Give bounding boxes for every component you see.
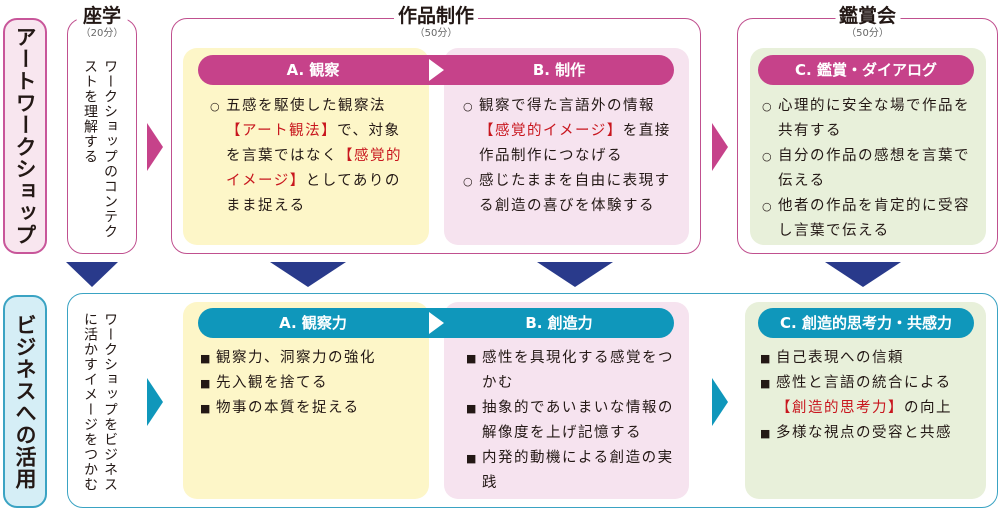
bullet-icon: ■: [466, 452, 478, 465]
lecture-box: 座学（20分） ワークショップのコンテクストを理解する: [67, 7, 137, 254]
list-item: ○ 心理的に安全な場で作品を共有する: [762, 94, 977, 144]
lecture-title: 座学（20分）: [76, 5, 128, 39]
list-item: ■ 物事の本質を捉える: [200, 396, 420, 421]
bullet-icon: ■: [200, 377, 212, 390]
item-text: 先入観を捨てる: [216, 375, 328, 391]
art-a-list: ○ 五感を駆使した観察法【アート観法】で、対象を言葉ではなく【感覚的イメージ】とし…: [210, 94, 415, 219]
production-frame: 作品制作（50分）: [171, 7, 701, 254]
appreciation-frame: 鑑賞会（50分）: [737, 7, 998, 254]
art-a-label: A. 観察: [286, 61, 340, 79]
art-ab-bar: A. 観察 B. 制作: [198, 55, 674, 85]
arrow-down-icon: [270, 262, 346, 287]
item-text: 自分の作品の感想を言葉で伝える: [778, 148, 970, 189]
item-text: 心理的に安全な場で作品を共有する: [778, 98, 970, 139]
bullet-icon: ○: [210, 100, 222, 113]
list-item: ○ 五感を駆使した観察法【アート観法】で、対象を言葉ではなく【感覚的イメージ】とし…: [210, 94, 415, 219]
play-arrow-icon: [429, 312, 444, 334]
list-item: ■ 内発的動機による創造の実践: [466, 446, 681, 496]
bullet-icon: ■: [760, 377, 772, 390]
biz-c-list: ■ 自己表現への信頼 ■ 感性と言語の統合による【創造的思考力】の向上 ■ 多様な視点の受…: [760, 346, 980, 446]
bullet-icon: ■: [466, 402, 478, 415]
art-b-list: ○ 観察で得た言語外の情報【感覚的イメージ】を直接作品制作につなげる ○ 感じたままを…: [463, 94, 678, 219]
biz-b-list: ■ 感性を具現化する感覚をつかむ ■ 抽象的であいまいな情報の解像度を上げ記憶する ■ 内…: [466, 346, 681, 496]
biz-a-list: ■ 観察力、洞察力の強化 ■ 先入観を捨てる ■ 物事の本質を捉える: [200, 346, 420, 421]
item-text: 感性と言語の統合による: [776, 375, 952, 391]
item-text: 自己表現への信頼: [776, 350, 904, 366]
appreciation-duration: （50分）: [846, 28, 889, 39]
row-label-text: アートワークショップ: [13, 26, 37, 246]
lecture-description: ワークショップのコンテクストを理解する: [82, 59, 118, 239]
production-title-text: 作品制作: [397, 5, 475, 27]
list-item: ■ 自己表現への信頼: [760, 346, 980, 371]
list-item: ○ 感じたままを自由に表現する創造の喜びを体験する: [463, 169, 678, 219]
bullet-icon: ■: [466, 352, 478, 365]
biz-c-bar: C. 創造的思考力・共感力: [758, 308, 974, 338]
biz-c-label: C. 創造的思考力・共感力: [780, 314, 952, 332]
production-duration: （50分）: [414, 28, 458, 39]
biz-ab-bar: A. 観察力 B. 創造力: [198, 308, 674, 338]
row-label-business: ビジネスへの活用: [3, 295, 47, 508]
highlight-text: 【感覚的イメージ】: [479, 123, 623, 139]
highlight-text: 【感覚的イメージ】: [226, 148, 402, 189]
art-c-bar: C. 鑑賞・ダイアログ: [758, 55, 974, 85]
biz-a-label: A. 観察力: [279, 314, 347, 332]
bullet-icon: ○: [762, 200, 774, 213]
highlight-text: 【アート観法】: [226, 123, 338, 139]
item-text: を直接作品制作につなげる: [479, 123, 671, 164]
list-item: ○ 自分の作品の感想を言葉で伝える: [762, 144, 977, 194]
business-intro: ワークショップをビジネスに活かすイメージをつかむ: [82, 312, 118, 492]
list-item: ■ 感性と言語の統合による【創造的思考力】の向上: [760, 371, 980, 421]
bullet-icon: ○: [762, 150, 774, 163]
list-item: ■ 多様な視点の受容と共感: [760, 421, 980, 446]
item-text: 内発的動機による創造の実践: [482, 450, 674, 491]
lecture-duration: （20分）: [80, 28, 124, 39]
business-frame: [67, 293, 998, 508]
bullet-icon: ■: [200, 402, 212, 415]
list-item: ■ 先入観を捨てる: [200, 371, 420, 396]
bullet-icon: ○: [463, 100, 475, 113]
biz-b-label: B. 創造力: [525, 314, 593, 332]
row-label-text: ビジネスへの活用: [13, 313, 37, 490]
lecture-title-text: 座学: [82, 5, 122, 27]
appreciation-title: 鑑賞会（50分）: [834, 5, 901, 39]
art-c-list: ○ 心理的に安全な場で作品を共有する ○ 自分の作品の感想を言葉で伝える ○ 他者の作品を…: [762, 94, 977, 244]
item-text: 感じたままを自由に表現する創造の喜びを体験する: [479, 173, 671, 214]
item-text: 多様な視点の受容と共感: [776, 425, 952, 441]
highlight-text: 【創造的思考力】: [776, 400, 904, 416]
bullet-icon: ○: [463, 175, 475, 188]
arrow-right-icon: [147, 378, 163, 426]
bullet-icon: ■: [760, 352, 772, 365]
arrow-down-icon: [825, 262, 901, 287]
item-text: 抽象的であいまいな情報の解像度を上げ記憶する: [482, 400, 674, 441]
play-arrow-icon: [429, 59, 444, 81]
arrow-right-icon: [712, 378, 728, 426]
bullet-icon: ■: [200, 352, 212, 365]
item-text: 物事の本質を捉える: [216, 400, 360, 416]
list-item: ○ 観察で得た言語外の情報【感覚的イメージ】を直接作品制作につなげる: [463, 94, 678, 169]
art-c-label: C. 鑑賞・ダイアログ: [795, 61, 937, 79]
arrow-right-icon: [712, 123, 728, 171]
arrow-right-icon: [147, 123, 163, 171]
item-text: 他者の作品を肯定的に受容し言葉で伝える: [778, 198, 970, 239]
list-item: ■ 感性を具現化する感覚をつかむ: [466, 346, 681, 396]
bullet-icon: ○: [762, 100, 774, 113]
bullet-icon: ■: [760, 427, 772, 440]
appreciation-title-text: 鑑賞会: [838, 5, 897, 27]
list-item: ■ 抽象的であいまいな情報の解像度を上げ記憶する: [466, 396, 681, 446]
item-text: で、対象を言葉ではなく: [226, 123, 401, 164]
list-item: ■ 観察力、洞察力の強化: [200, 346, 420, 371]
art-b-label: B. 制作: [532, 61, 586, 79]
item-text: 観察で得た言語外の情報: [479, 98, 655, 114]
item-text: 観察力、洞察力の強化: [216, 350, 376, 366]
item-text: 感性を具現化する感覚をつかむ: [482, 350, 674, 391]
item-text: の向上: [904, 400, 952, 416]
production-title: 作品制作（50分）: [393, 5, 479, 39]
item-text: としてありのまま捉える: [226, 173, 401, 214]
item-text: 五感を駆使した観察法: [226, 98, 386, 114]
list-item: ○ 他者の作品を肯定的に受容し言葉で伝える: [762, 194, 977, 244]
arrow-down-icon: [66, 262, 118, 287]
arrow-down-icon: [537, 262, 613, 287]
row-label-art-workshop: アートワークショップ: [3, 18, 47, 254]
